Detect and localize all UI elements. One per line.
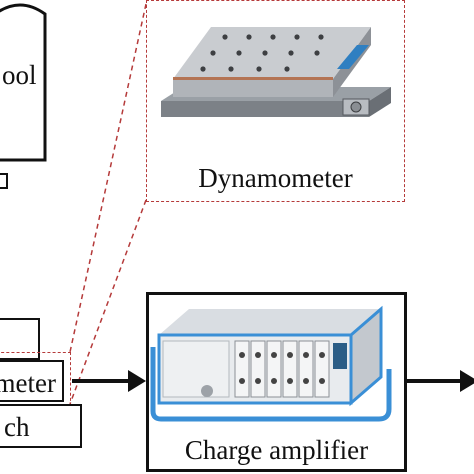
stack-box-dynamometer: meter <box>0 360 64 402</box>
dynamometer-label: Dynamometer <box>198 163 353 193</box>
dashed-zoom-line-bottom <box>69 199 147 405</box>
dynamometer-photo <box>161 27 391 117</box>
stack-box-bottom: ch <box>0 404 82 448</box>
charge-amplifier-box: Charge amplifier <box>146 292 407 472</box>
dynamometer-box: Dynamometer <box>146 0 405 202</box>
tool-label: ool <box>2 60 37 90</box>
stack-bottom-label: ch <box>4 412 30 442</box>
arrow-from-amplifier-head <box>460 370 474 392</box>
charge-amplifier-label: Charge amplifier <box>184 435 369 465</box>
charge-amplifier-photo <box>150 305 392 422</box>
stack-box-top <box>0 318 40 360</box>
dashed-zoom-line-top <box>69 3 147 353</box>
tool-node-shape <box>0 3 47 162</box>
tool-connector-square <box>0 173 8 189</box>
stack-dynamometer-label: meter <box>0 368 56 398</box>
arrow-to-amplifier-head <box>128 370 146 392</box>
stack-dashed-highlight <box>0 352 71 411</box>
